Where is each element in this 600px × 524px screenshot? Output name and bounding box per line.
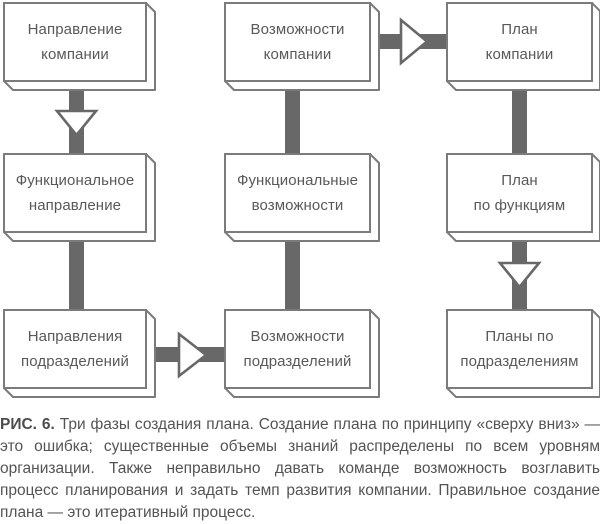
flow-diagram-canvas: [3, 2, 600, 398]
node-functional-direction: Функциональное направление: [4, 154, 146, 232]
node-label-line: Планы по: [485, 328, 554, 345]
node-label-line: возможности: [251, 197, 344, 214]
node-company-direction: Направление компании: [4, 3, 146, 81]
node-label-line: по функциям: [473, 197, 566, 214]
node-label-line: компании: [485, 46, 554, 63]
box-face: [224, 153, 371, 233]
node-company-capabilities: Возможности компании: [225, 3, 370, 81]
node-shape-company-capabilities: [224, 2, 380, 91]
node-function-plan: План по функциям: [447, 154, 592, 232]
figure-caption-text: Три фазы создания плана. Создание плана …: [0, 416, 600, 521]
node-label-line: подразделений: [21, 353, 129, 370]
node-shape-function-plan: [446, 153, 600, 242]
node-functional-capabilities: Функциональные возможности: [225, 154, 370, 232]
box-face: [3, 2, 147, 82]
node-label-line: подразделениям: [460, 353, 579, 370]
node-label-line: План: [501, 172, 538, 189]
box-face: [446, 153, 593, 233]
connector-col2-row1-row2: [285, 80, 300, 158]
box-face: [3, 309, 147, 389]
connector-col2-row2-row3: [285, 228, 300, 314]
node-label-line: подразделений: [243, 353, 352, 370]
node-shape-functional-direction: [3, 153, 156, 242]
node-label-line: Функциональные: [236, 172, 359, 189]
node-label-line: План: [501, 21, 538, 38]
arrow-right-icon: [399, 17, 430, 66]
node-shape-division-plans: [446, 309, 600, 398]
node-label-line: Возможности: [250, 328, 345, 345]
box-face: [446, 2, 593, 82]
node-shape-division-directions: [3, 309, 156, 398]
figure-caption: РИС. 6. Три фазы создания плана. Создани…: [0, 414, 600, 524]
node-label-line: Направление: [27, 21, 123, 38]
node-label-line: направление: [28, 197, 122, 214]
node-label-line: Возможности: [250, 21, 345, 38]
node-shape-company-plan: [446, 2, 600, 91]
box-face: [224, 309, 371, 389]
arrow-down-icon: [497, 261, 542, 290]
node-company-plan: План компании: [447, 3, 592, 81]
node-division-capabilities: Возможности подразделений: [225, 310, 370, 388]
node-shape-functional-capabilities: [224, 153, 380, 242]
node-label-line: Функциональное: [15, 172, 135, 189]
arrow-right-icon: [177, 331, 209, 379]
node-shape-division-capabilities: [224, 309, 380, 398]
node-label-line: Направления: [27, 328, 123, 345]
node-label-line: компании: [41, 46, 109, 63]
node-division-directions: Направления подразделений: [4, 310, 146, 388]
connector-col1-row2-row3: [69, 228, 84, 314]
box-face: [446, 309, 593, 389]
arrow-down-icon: [54, 109, 99, 138]
node-shape-company-direction: [3, 2, 156, 91]
node-label-line: компании: [263, 46, 332, 63]
figure-caption-label: РИС. 6.: [0, 416, 55, 433]
box-face: [3, 153, 147, 233]
box-face: [224, 2, 371, 82]
node-division-plans: Планы по подразделениям: [447, 310, 592, 388]
connector-col3-row1-row2: [512, 80, 527, 158]
